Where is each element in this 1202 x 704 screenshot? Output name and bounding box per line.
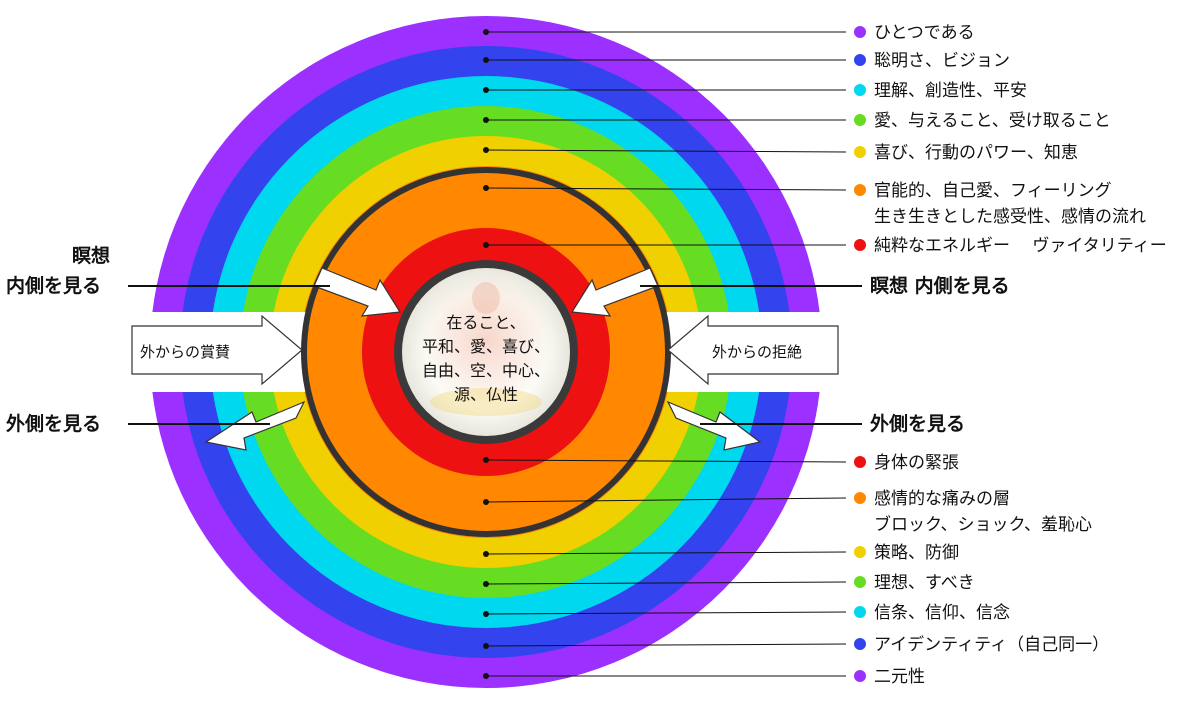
outside-left-label: 外側を見る (6, 412, 101, 435)
rejection-label: 外からの拒絶 (712, 343, 802, 361)
leader-dot (483, 581, 489, 587)
leader-line (485, 497, 847, 503)
legend-bullet (854, 606, 866, 618)
core-text-line: 自由、空、中心、 (422, 361, 550, 380)
legend-bullet (854, 184, 866, 196)
legend-bullet (854, 638, 866, 650)
meditation-left-label: 瞑想 (72, 244, 110, 267)
leader-dot (483, 643, 489, 649)
legend-label: 身体の緊張 (874, 453, 959, 473)
outward-arrow-left (204, 400, 306, 451)
leader-line (485, 581, 847, 585)
legend-label: ひとつである (874, 23, 975, 43)
leader-dot (483, 147, 489, 153)
leader-line (485, 643, 847, 647)
core-text-line: 平和、愛、喜び、 (422, 337, 550, 356)
leader-dot (483, 499, 489, 505)
legend-bullet (854, 576, 866, 588)
leader-line (485, 551, 847, 555)
legend-bullet (854, 26, 866, 38)
legend-bullet (854, 456, 866, 468)
legend-bullet (854, 114, 866, 126)
leader-line (485, 611, 847, 615)
buddha-head (472, 282, 500, 314)
legend-bullet (854, 546, 866, 558)
outside-right-label: 外側を見る (870, 412, 965, 435)
leader-dot (483, 185, 489, 191)
legend-label: 聡明さ、ビジョン (874, 51, 1010, 71)
leader-dot (483, 87, 489, 93)
legend-label: アイデンティティ（自己同一） (874, 634, 1109, 655)
legend-label: 愛、与えること、受け取ること (874, 111, 1111, 131)
legend-bullet (854, 54, 866, 66)
legend-label: 二元性 (874, 667, 925, 687)
leader-dot (483, 551, 489, 557)
legend-bullet (854, 670, 866, 682)
lower-legend: 身体の緊張感情的な痛みの層ブロック、ショック、羞恥心策略、防御理想、すべき信条、… (854, 453, 1109, 687)
legend-label: 信条、信仰、信念 (874, 602, 1010, 623)
orange-core-border (301, 167, 671, 537)
leader-dot (483, 29, 489, 35)
legend-bullet (854, 492, 866, 504)
leader-dot (483, 242, 489, 248)
praise-arrow: 外からの賞賛 (131, 314, 303, 386)
leader-line (485, 149, 847, 153)
leader-dot (483, 117, 489, 123)
core-text-line: 在ること、 (446, 313, 525, 332)
legend-label: 純粋なエネルギー ヴァイタリティー (874, 236, 1167, 256)
legend-label: ブロック、ショック、羞恥心 (874, 514, 1092, 535)
upper-legend: ひとつである聡明さ、ビジョン理解、創造性、平安愛、与えること、受け取ること喜び、… (854, 23, 1167, 256)
meditation-left-sublabel: 内側を見る (6, 274, 101, 297)
leader-dot (483, 673, 489, 679)
leader-dot (483, 457, 489, 463)
legend-label: 感情的な痛みの層 (874, 489, 1010, 509)
inward-arrow-right (570, 267, 659, 317)
legend-label: 理想、すべき (874, 573, 975, 593)
buddha-image (420, 274, 552, 406)
leader-line (485, 459, 847, 463)
leader-dot (483, 57, 489, 63)
outward-arrow-right (666, 400, 762, 451)
inward-arrow-left (313, 267, 402, 317)
rejection-arrow: 外からの拒絶 (667, 314, 839, 386)
core-text-line: 源、仏性 (454, 385, 518, 404)
legend-bullet (854, 84, 866, 96)
right-gap-wedge (574, 318, 1202, 388)
leader-dot (483, 611, 489, 617)
core-text: 在ること、平和、愛、喜び、自由、空、中心、源、仏性 (422, 313, 550, 404)
buddha-base (430, 388, 542, 416)
legend-label: 生き生きとした感受性、感情の流れ (874, 207, 1146, 227)
leader-line (485, 187, 847, 191)
legend-bullet (854, 239, 866, 251)
legend-label: 理解、創造性、平安 (874, 81, 1027, 101)
legend-label: 官能的、自己愛、フィーリング (874, 181, 1112, 201)
legend-bullet (854, 146, 866, 158)
legend-label: 策略、防御 (874, 543, 959, 563)
praise-label: 外からの賞賛 (140, 343, 230, 361)
meditation-right-label: 瞑想 内側を見る (870, 274, 1010, 297)
legend-label: 喜び、行動のパワー、知恵 (874, 143, 1078, 163)
leader-lines (483, 29, 847, 679)
